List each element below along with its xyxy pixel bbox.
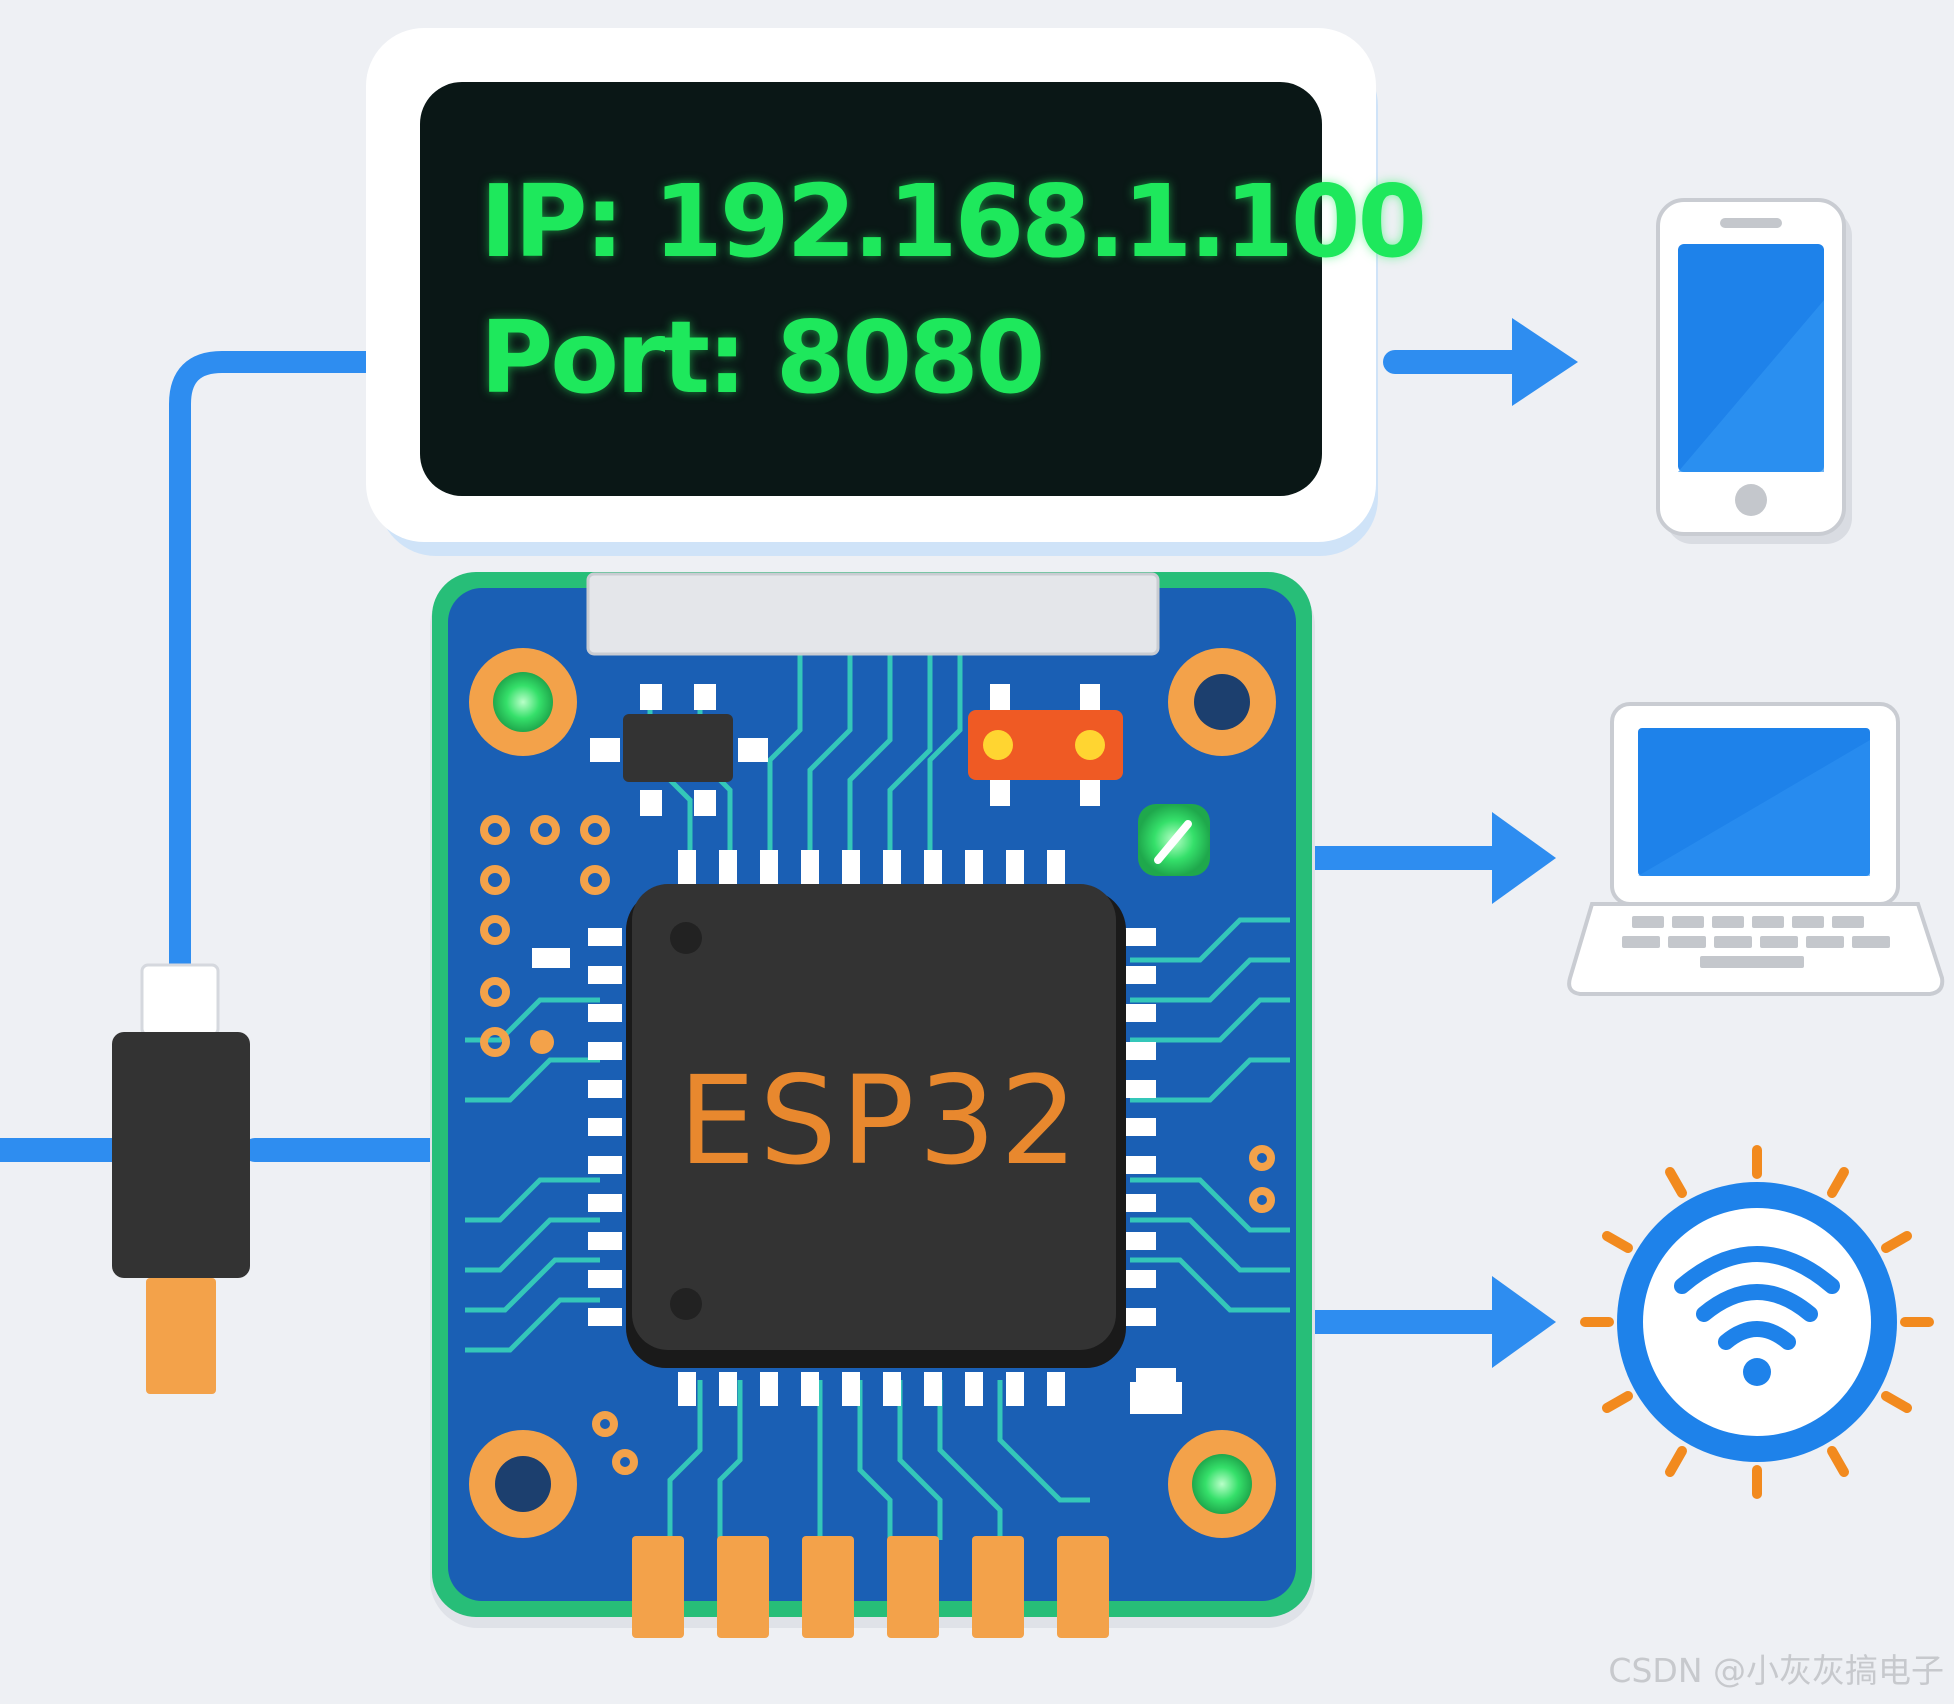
pcb-traces <box>465 650 1290 1540</box>
chip-pins <box>588 850 1156 1406</box>
esp32-board <box>430 572 1315 1638</box>
usb-connector <box>112 963 250 1394</box>
orange-capacitor <box>968 684 1123 806</box>
watermark: CSDN @小灰灰搞电子 <box>1608 1651 1944 1690</box>
display-port-text: Port: 8080 <box>480 299 1045 416</box>
oled-screen <box>420 82 1322 496</box>
smartphone-icon <box>1656 198 1852 544</box>
status-led <box>1138 804 1210 876</box>
oled-display-module <box>366 28 1378 556</box>
wifi-sun-rays <box>1580 1145 1934 1499</box>
mounting-hole-top-right <box>1168 648 1276 756</box>
mounting-hole-top-left <box>469 648 577 756</box>
chip-label: ESP32 <box>678 1050 1082 1192</box>
transistor-component <box>590 684 768 816</box>
wifi-icon <box>1580 1145 1934 1499</box>
esp32-chip <box>626 884 1126 1368</box>
display-ip-text: IP: 192.168.1.100 <box>480 163 1427 280</box>
header-pin-holes <box>480 815 1275 1475</box>
bottom-header-pins <box>632 1536 1109 1638</box>
arrow-to-smartphone <box>1383 318 1578 406</box>
laptop-icon <box>1567 702 1945 996</box>
mounting-hole-bottom-left <box>469 1430 577 1538</box>
mounting-hole-bottom-right <box>1168 1430 1276 1538</box>
